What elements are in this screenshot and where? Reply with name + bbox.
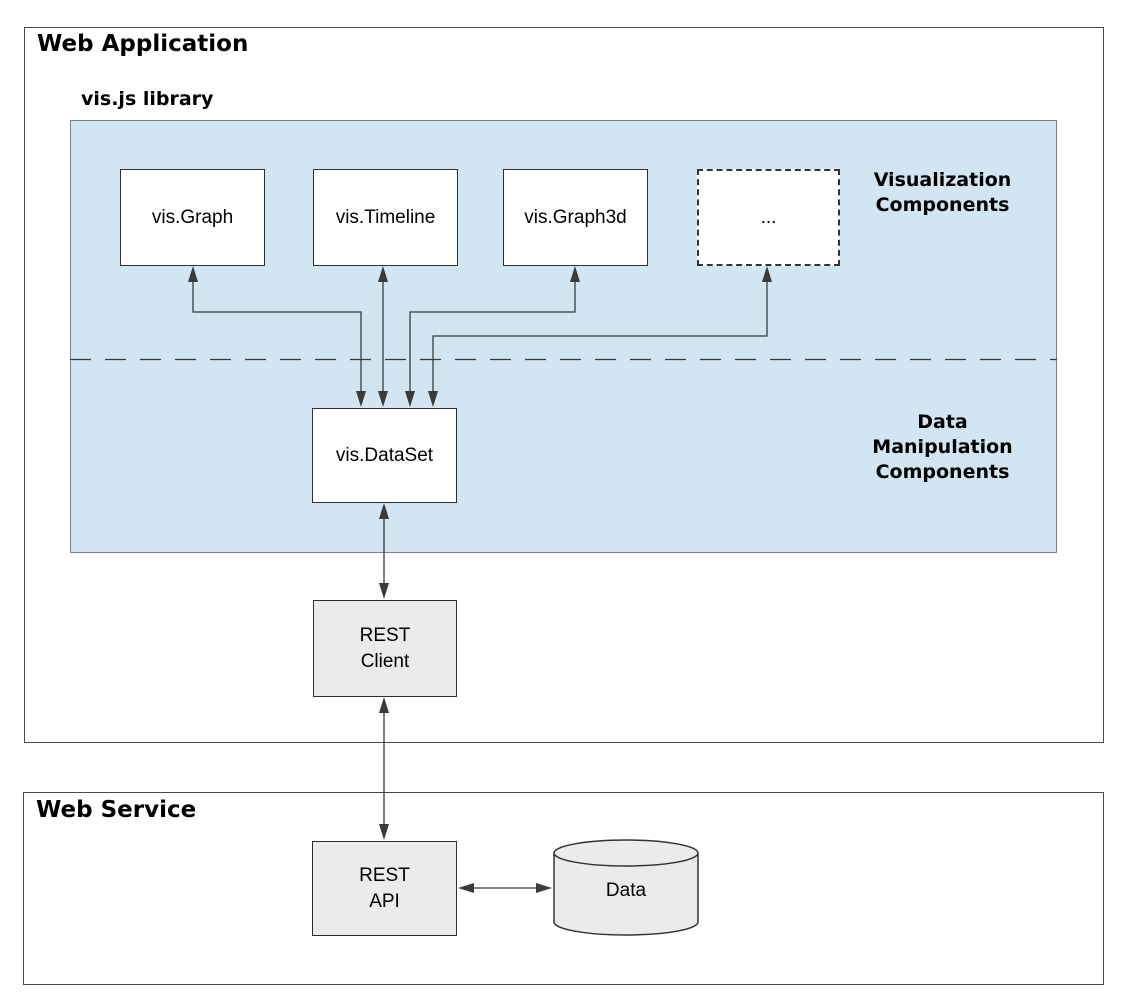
box-vis-graph3d: vis.Graph3d	[503, 169, 648, 266]
box-vis-graph: vis.Graph	[120, 169, 265, 266]
data-store-label: Data	[605, 879, 647, 901]
data-manipulation-components-label: Data Manipulation Components	[872, 411, 1013, 483]
data-cylinder-body	[553, 853, 699, 936]
box-rest-api: REST API	[312, 841, 457, 936]
visjs-library-label: vis.js library	[81, 88, 214, 110]
box-vis-dataset: vis.DataSet	[312, 408, 457, 503]
web-service-group	[23, 792, 1104, 985]
box-vis-timeline: vis.Timeline	[313, 169, 458, 266]
web-service-title: Web Service	[36, 797, 197, 823]
data-cylinder-top	[553, 839, 699, 867]
box-rest-client: REST Client	[313, 600, 457, 697]
data-cylinder	[553, 839, 699, 936]
box-more-components: ...	[697, 169, 840, 266]
web-application-title: Web Application	[37, 31, 249, 57]
web-application-group	[24, 27, 1104, 743]
visualization-components-label: Visualization Components	[873, 169, 1012, 216]
